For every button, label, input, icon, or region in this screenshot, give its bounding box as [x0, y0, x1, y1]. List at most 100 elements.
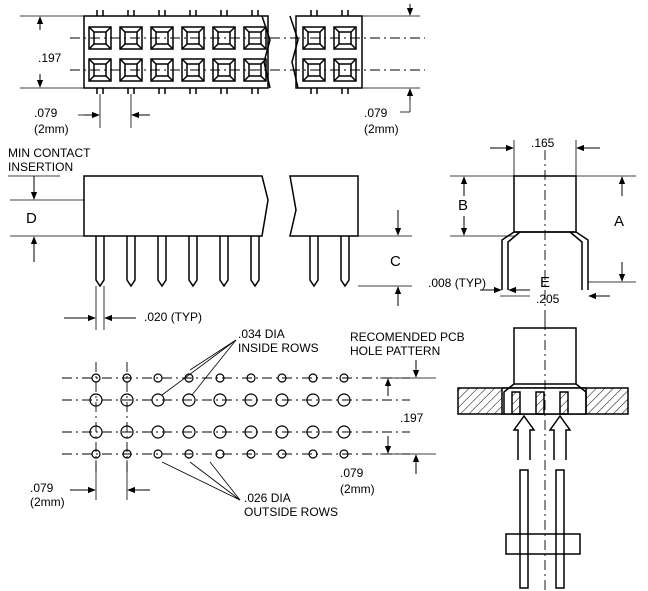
cell-edge	[319, 26, 326, 33]
pcb-hole	[308, 449, 318, 459]
side-pin	[309, 236, 319, 288]
cell-edge	[260, 43, 267, 50]
cell-edge	[319, 43, 326, 50]
min-contact-label-2: INSERTION	[8, 160, 73, 174]
cell-edge	[119, 75, 126, 82]
side-pin	[126, 236, 136, 288]
cell-edge	[333, 43, 340, 50]
pcb-hole	[215, 373, 225, 383]
cell-edge	[150, 58, 157, 65]
top-pitch-dim-right: .079	[364, 106, 388, 120]
cell-edge	[181, 58, 188, 65]
cell-edge	[181, 43, 188, 50]
cell-edge	[119, 26, 126, 33]
side-pin	[188, 236, 198, 288]
cell-edge	[167, 26, 174, 33]
cell-edge	[136, 26, 143, 33]
cell-edge	[333, 26, 340, 33]
cell-edge	[167, 43, 174, 50]
pin-carrier	[505, 533, 581, 555]
pcb-hole-pattern	[62, 339, 436, 501]
pcb-hole	[184, 449, 194, 459]
cell-edge	[319, 58, 326, 65]
side-view	[8, 175, 412, 330]
cell-edge	[119, 43, 126, 50]
overall-dim: .205	[536, 292, 560, 306]
cell-edge	[333, 75, 340, 82]
cell-edge	[212, 26, 219, 33]
cell-edge	[212, 75, 219, 82]
side-pin	[219, 236, 229, 288]
cell-edge	[198, 26, 205, 33]
pcb-pitch-right-mm: (2mm)	[340, 482, 375, 496]
pcb-hole	[151, 425, 165, 439]
pcb-hole	[306, 393, 320, 407]
pcb-pitch-left: .079	[30, 481, 54, 495]
end-contact-outer	[501, 231, 589, 290]
inserted-pin	[555, 469, 565, 589]
cell-edge	[88, 26, 95, 33]
cell-edge	[350, 26, 357, 33]
pcb-hole	[339, 449, 349, 459]
cell-edge	[319, 75, 326, 82]
cell-edge	[260, 58, 267, 65]
cell-edge	[150, 26, 157, 33]
top-view	[20, 4, 425, 128]
cell-edge	[136, 43, 143, 50]
dim-d-label: D	[26, 210, 37, 227]
pcb-hole	[151, 393, 165, 407]
cell-edge	[302, 26, 309, 33]
cell-edge	[198, 58, 205, 65]
cell-edge	[350, 58, 357, 65]
cell-edge	[119, 58, 126, 65]
cell-edge	[229, 58, 236, 65]
side-pin	[95, 236, 105, 288]
cell-edge	[333, 58, 340, 65]
cell-edge	[302, 43, 309, 50]
cell-edge	[136, 75, 143, 82]
pcb-hole	[213, 425, 227, 439]
cell-edge	[88, 75, 95, 82]
dim-e-label: E	[540, 274, 550, 291]
cell-edge	[260, 26, 267, 33]
pcb-pitch-left-mm: (2mm)	[30, 495, 65, 509]
side-housing-left	[83, 175, 269, 237]
cell-edge	[181, 26, 188, 33]
dim-a-label: A	[614, 213, 624, 230]
cell-edge	[350, 43, 357, 50]
leader	[189, 339, 237, 371]
pcb-hole	[275, 425, 289, 439]
pcb-hole	[182, 393, 196, 407]
pcb-hole	[153, 449, 163, 459]
pcb-hole	[337, 393, 351, 407]
side-housing-right	[289, 175, 359, 237]
cell-edge	[105, 43, 112, 50]
inserted-pin	[519, 469, 529, 589]
leader	[161, 461, 241, 501]
cell-edge	[150, 43, 157, 50]
cell-edge	[302, 58, 309, 65]
cell-edge	[105, 75, 112, 82]
insertion-arrow	[548, 414, 572, 460]
cell-edge	[212, 58, 219, 65]
leader	[209, 461, 241, 501]
cell-edge	[198, 43, 205, 50]
insertion-arrow	[512, 414, 536, 460]
cell-edge	[88, 58, 95, 65]
top-height-dim: .197	[38, 51, 62, 65]
cell-edge	[229, 75, 236, 82]
top-housing-right	[295, 15, 363, 89]
pcb-hole	[337, 425, 351, 439]
dim-b-label: B	[458, 197, 468, 214]
outside-dia-1: .026 DIA	[244, 491, 291, 505]
cell-edge	[243, 26, 250, 33]
cell-edge	[150, 75, 157, 82]
pcb-hole	[308, 373, 318, 383]
side-pin	[340, 236, 350, 288]
leader	[189, 461, 241, 501]
cell-edge	[198, 75, 205, 82]
pcb-row-spacing: .197	[400, 411, 424, 425]
cell-edge	[350, 75, 357, 82]
cell-edge	[229, 26, 236, 33]
